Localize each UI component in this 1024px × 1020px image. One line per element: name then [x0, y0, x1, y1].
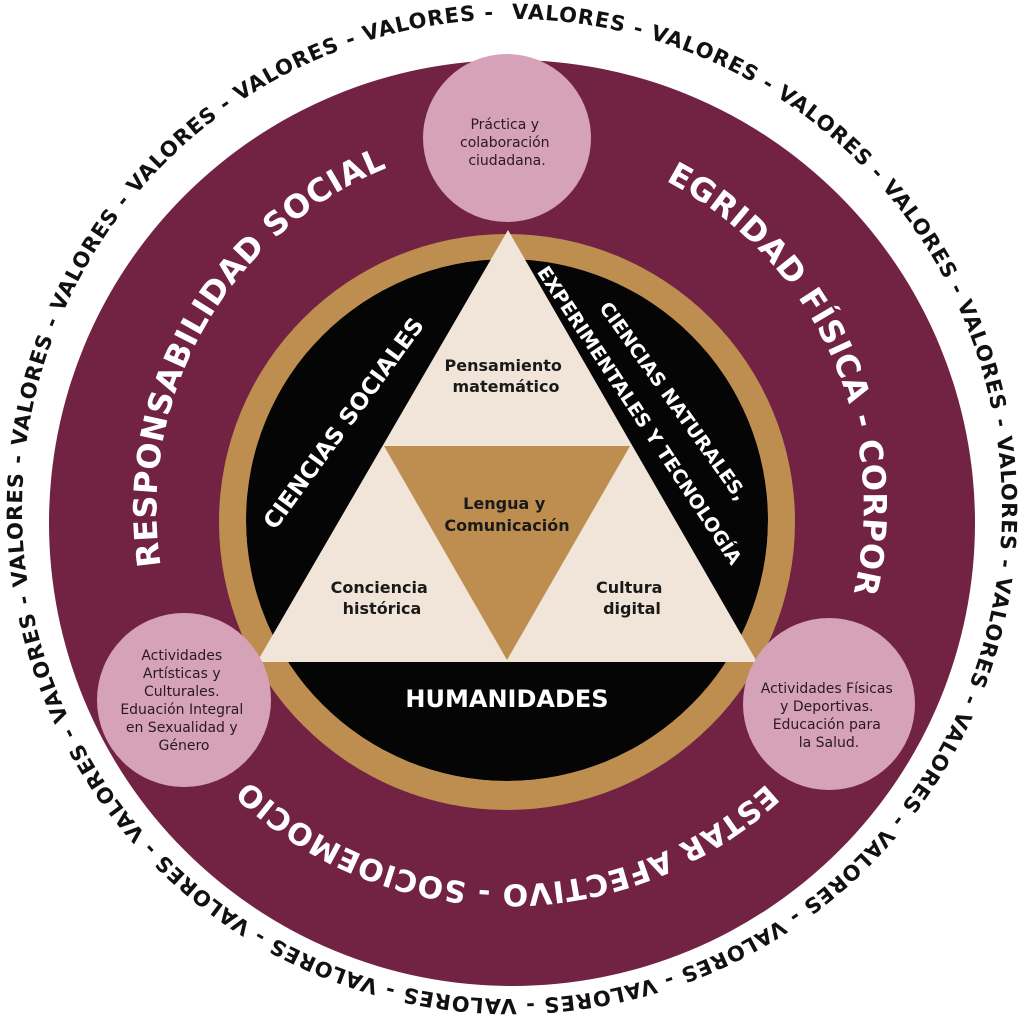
- bubble-top-text: Práctica y colaboración ciudadana.: [460, 117, 554, 169]
- bubble-right-text: Actividades Físicas y Deportivas. Educac…: [761, 681, 897, 751]
- lengua-comunicacion-label: Lengua y Comunicación: [444, 494, 569, 535]
- conciencia-historica-label: Conciencia histórica: [331, 578, 434, 618]
- humanidades-label: HUMANIDADES: [405, 685, 608, 713]
- bubble-left: [97, 613, 271, 787]
- pensamiento-matematico-label: Pensamiento matemático: [445, 356, 568, 396]
- bubble-top: [423, 54, 591, 222]
- inner-inverted-triangle: [384, 446, 630, 660]
- cultura-digital-label: Cultura digital: [596, 578, 668, 618]
- bubble-left-text: Actividades Artísticas y Culturales. Edu…: [120, 648, 247, 754]
- bubble-right: [743, 618, 915, 790]
